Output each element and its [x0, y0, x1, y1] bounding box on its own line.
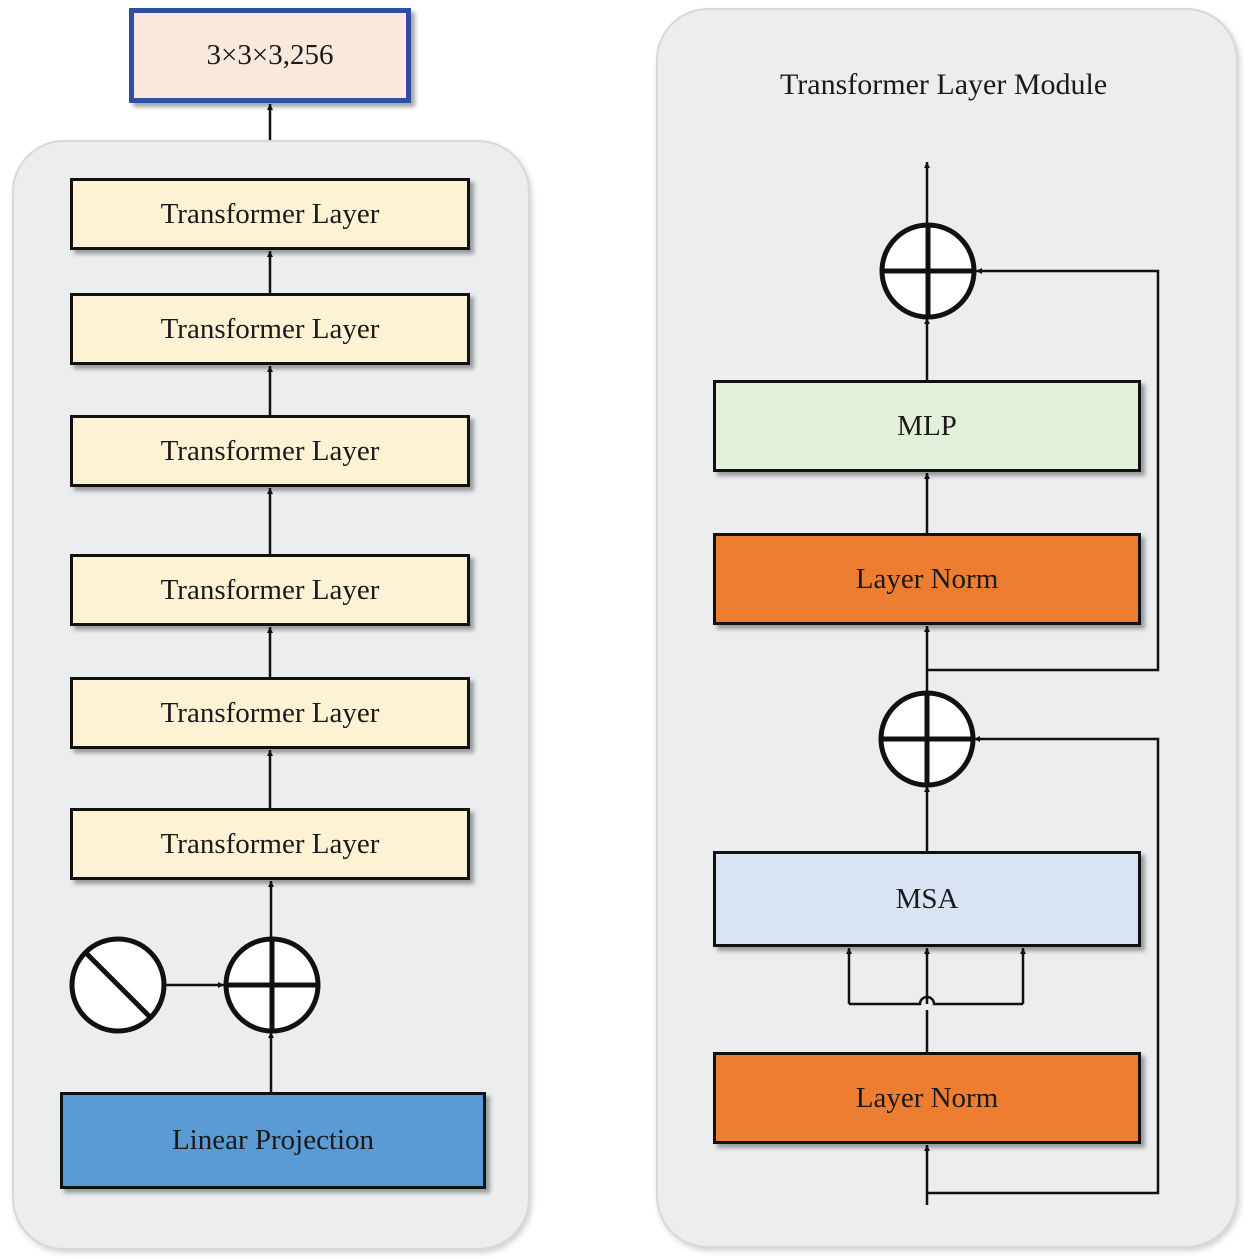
residual-skip-1 — [927, 736, 1160, 1195]
module-panel — [656, 8, 1238, 1248]
transformer-layer-label: Transformer Layer — [160, 197, 380, 230]
transformer-layer-label: Transformer Layer — [160, 434, 380, 467]
add-circle-icon — [223, 936, 321, 1034]
transformer-layer-label: Transformer Layer — [160, 573, 380, 606]
mlp-label: MLP — [897, 409, 957, 442]
mlp-box: MLP — [713, 380, 1141, 472]
transformer-layer-5: Transformer Layer — [70, 677, 470, 749]
msa-box: MSA — [713, 851, 1141, 947]
transformer-layer-1: Transformer Layer — [70, 178, 470, 250]
add-circle-icon — [878, 690, 976, 788]
transformer-layer-2: Transformer Layer — [70, 293, 470, 365]
linear-projection-box: Linear Projection — [60, 1092, 486, 1189]
transformer-layer-6: Transformer Layer — [70, 808, 470, 880]
layer-norm-top-box: Layer Norm — [713, 533, 1141, 625]
residual-skip-2 — [927, 268, 1160, 672]
layer-norm-top-label: Layer Norm — [855, 562, 999, 595]
output-box: 3×3×3,256 — [129, 8, 411, 103]
layer-norm-bottom-box: Layer Norm — [713, 1052, 1141, 1144]
msa-label: MSA — [895, 882, 959, 915]
output-label: 3×3×3,256 — [206, 39, 334, 71]
linear-projection-label: Linear Projection — [171, 1124, 375, 1156]
transformer-layer-3: Transformer Layer — [70, 415, 470, 487]
add-circle-icon — [879, 222, 977, 320]
transformer-layer-label: Transformer Layer — [160, 696, 380, 729]
null-sign-icon — [69, 936, 167, 1034]
transformer-layer-label: Transformer Layer — [160, 827, 380, 860]
layer-norm-bottom-label: Layer Norm — [855, 1081, 999, 1114]
transformer-layer-label: Transformer Layer — [160, 312, 380, 345]
module-title: Transformer Layer Module — [780, 68, 1108, 101]
fan-bar — [849, 995, 1023, 1006]
transformer-layer-4: Transformer Layer — [70, 554, 470, 626]
